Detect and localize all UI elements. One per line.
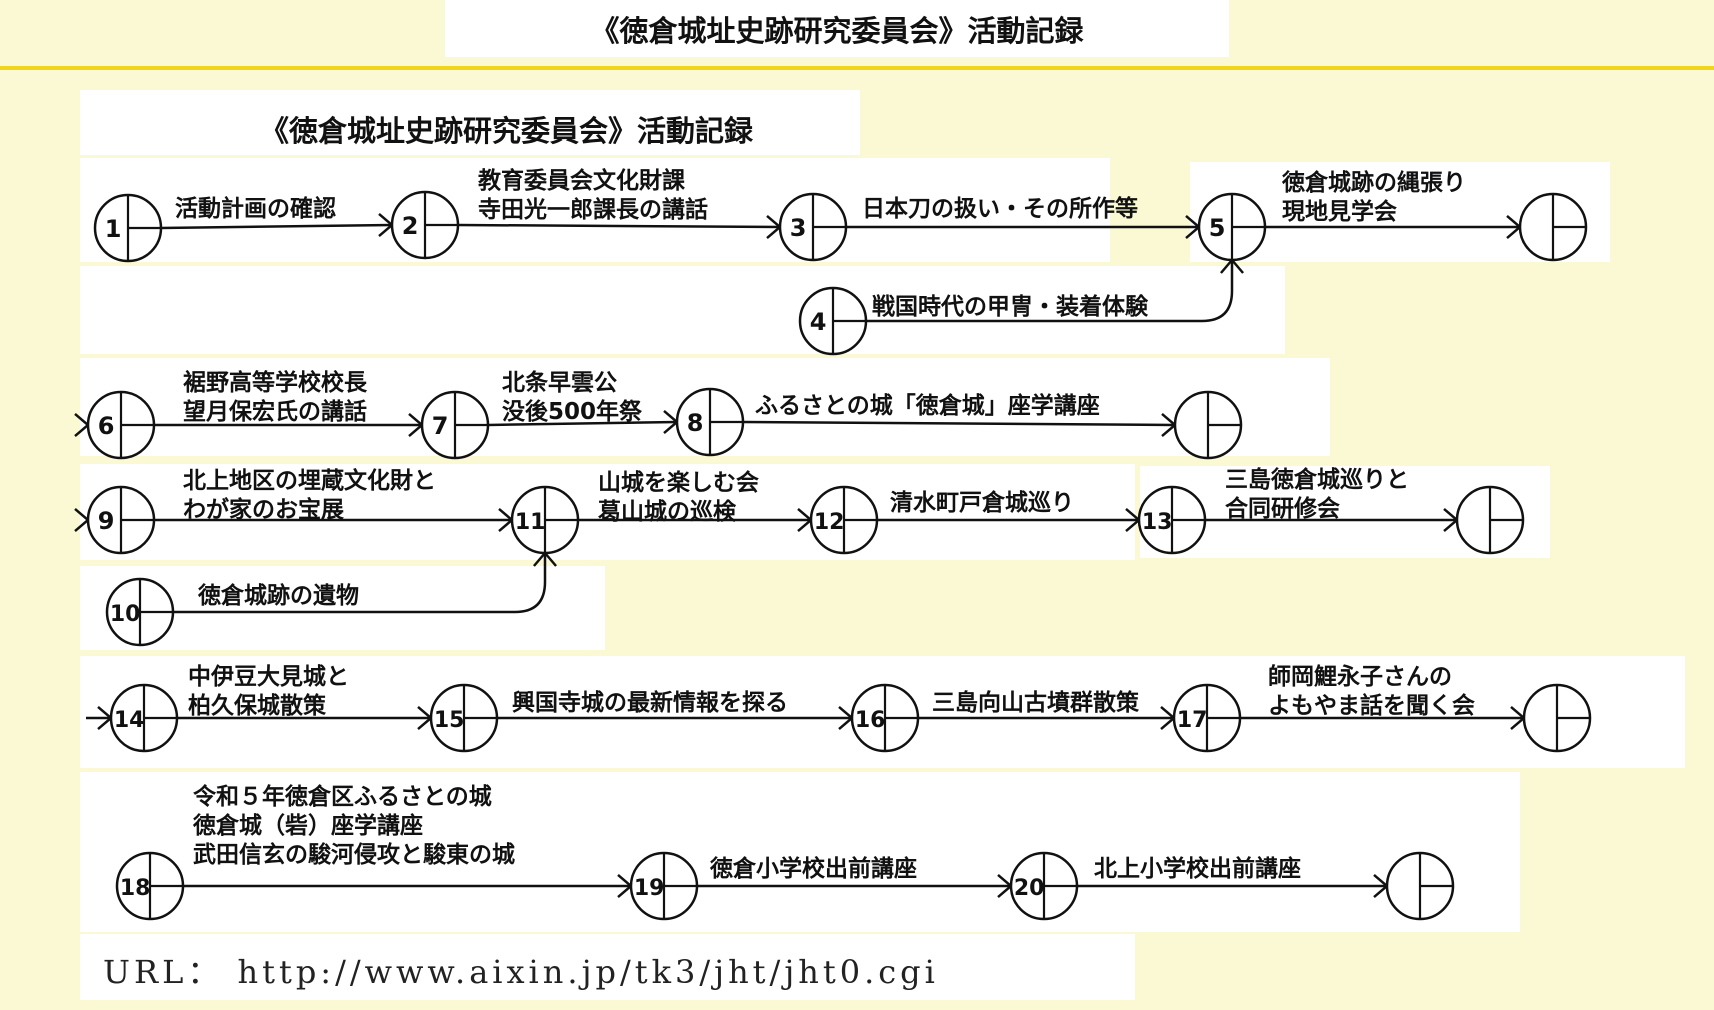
activity-label-a3: 日本刀の扱い・その所作等 bbox=[862, 195, 1138, 222]
row7-panel bbox=[80, 772, 1520, 932]
row1-panel bbox=[80, 158, 1110, 262]
node-number-20: 20 bbox=[1014, 876, 1045, 901]
activity-label-a9: わが家のお宝展 bbox=[183, 496, 344, 523]
node-number-13: 13 bbox=[1142, 510, 1173, 535]
activity-label-a12: 清水町戸倉城巡り bbox=[890, 489, 1074, 516]
activity-label-a17: 師岡鯉永子さんの bbox=[1268, 663, 1452, 690]
node-number-18: 18 bbox=[120, 876, 151, 901]
activity-label-a13: 三島徳倉城巡りと bbox=[1225, 466, 1409, 493]
diagram-title: 《徳倉城址史跡研究委員会》活動記録 bbox=[260, 114, 754, 148]
node-number-7: 7 bbox=[432, 412, 449, 440]
url-text: URL： http://www.aixin.jp/tk3/jht/jht0.cg… bbox=[103, 953, 939, 991]
page-header-title: 《徳倉城址史跡研究委員会》活動記録 bbox=[445, 0, 1229, 57]
activity-label-a5: 現地見学会 bbox=[1282, 198, 1397, 225]
activity-label-a6: 望月保宏氏の講話 bbox=[183, 398, 367, 425]
activity-label-a5: 徳倉城跡の縄張り bbox=[1281, 169, 1466, 196]
activity-label-a18: 徳倉城（砦）座学講座 bbox=[192, 812, 423, 839]
node-number-5: 5 bbox=[1209, 214, 1226, 242]
node-number-2: 2 bbox=[402, 212, 419, 240]
activity-label-a1: 活動計画の確認 bbox=[175, 195, 336, 222]
activity-label-a14: 中伊豆大見城と bbox=[188, 663, 349, 690]
activity-label-a6: 裾野高等学校校長 bbox=[183, 369, 368, 396]
header-divider bbox=[0, 66, 1714, 70]
activity-label-a18: 武田信玄の駿河侵攻と駿東の城 bbox=[193, 841, 515, 868]
activity-arrow-a10 bbox=[173, 553, 547, 614]
row2-panel bbox=[80, 266, 1285, 354]
activity-label-a11: 山城を楽しむ会 bbox=[598, 469, 759, 496]
activity-arrow-a4 bbox=[866, 260, 1234, 323]
activity-label-a17: よもやま話を聞く会 bbox=[1268, 692, 1475, 719]
activity-label-a2: 教育委員会文化財課 bbox=[478, 167, 686, 194]
activity-label-a11: 葛山城の巡検 bbox=[597, 498, 737, 525]
activity-label-a20: 北上小学校出前講座 bbox=[1094, 855, 1301, 882]
node-number-1: 1 bbox=[105, 215, 122, 243]
activity-label-a10: 徳倉城跡の遺物 bbox=[197, 582, 359, 609]
activity-arrow-a8 bbox=[742, 420, 1176, 427]
diagram-title-panel bbox=[80, 90, 860, 155]
activity-label-a14: 柏久保城散策 bbox=[188, 692, 327, 719]
activity-arrow-a7 bbox=[487, 420, 678, 427]
row4-panel bbox=[80, 464, 1135, 560]
node-number-16: 16 bbox=[855, 708, 886, 733]
activity-label-a9: 北上地区の埋蔵文化財と bbox=[183, 467, 436, 494]
node-number-19: 19 bbox=[634, 876, 665, 901]
node-number-9: 9 bbox=[98, 507, 115, 535]
node-number-10: 10 bbox=[110, 602, 141, 627]
node-number-3: 3 bbox=[790, 214, 807, 242]
node-number-8: 8 bbox=[687, 409, 704, 437]
activity-arrow-a2 bbox=[457, 223, 781, 229]
activity-label-a15: 興国寺城の最新情報を探る bbox=[512, 689, 788, 716]
activity-label-a13: 合同研修会 bbox=[1225, 495, 1340, 522]
activity-label-a2: 寺田光一郎課長の講話 bbox=[478, 196, 708, 223]
node-number-14: 14 bbox=[114, 708, 145, 733]
activity-label-a19: 徳倉小学校出前講座 bbox=[709, 855, 917, 882]
activity-label-a8: ふるさとの城「徳倉城」座学講座 bbox=[755, 392, 1100, 419]
activity-arrow-a1 bbox=[160, 223, 393, 230]
activity-label-a7: 北条早雲公 bbox=[502, 369, 617, 396]
url-panel bbox=[80, 934, 1135, 1000]
node-number-11: 11 bbox=[515, 510, 546, 535]
node-number-12: 12 bbox=[814, 510, 845, 535]
activity-label-a7: 没後500年祭 bbox=[502, 398, 643, 425]
node-number-17: 17 bbox=[1177, 708, 1208, 733]
activity-label-a4: 戦国時代の甲冑・装着体験 bbox=[872, 293, 1149, 320]
node-number-4: 4 bbox=[810, 308, 827, 336]
activity-label-a16: 三島向山古墳群散策 bbox=[932, 689, 1140, 716]
node-number-15: 15 bbox=[434, 708, 465, 733]
node-number-6: 6 bbox=[98, 412, 115, 440]
activity-label-a18: 令和５年徳倉区ふるさとの城 bbox=[193, 783, 492, 810]
